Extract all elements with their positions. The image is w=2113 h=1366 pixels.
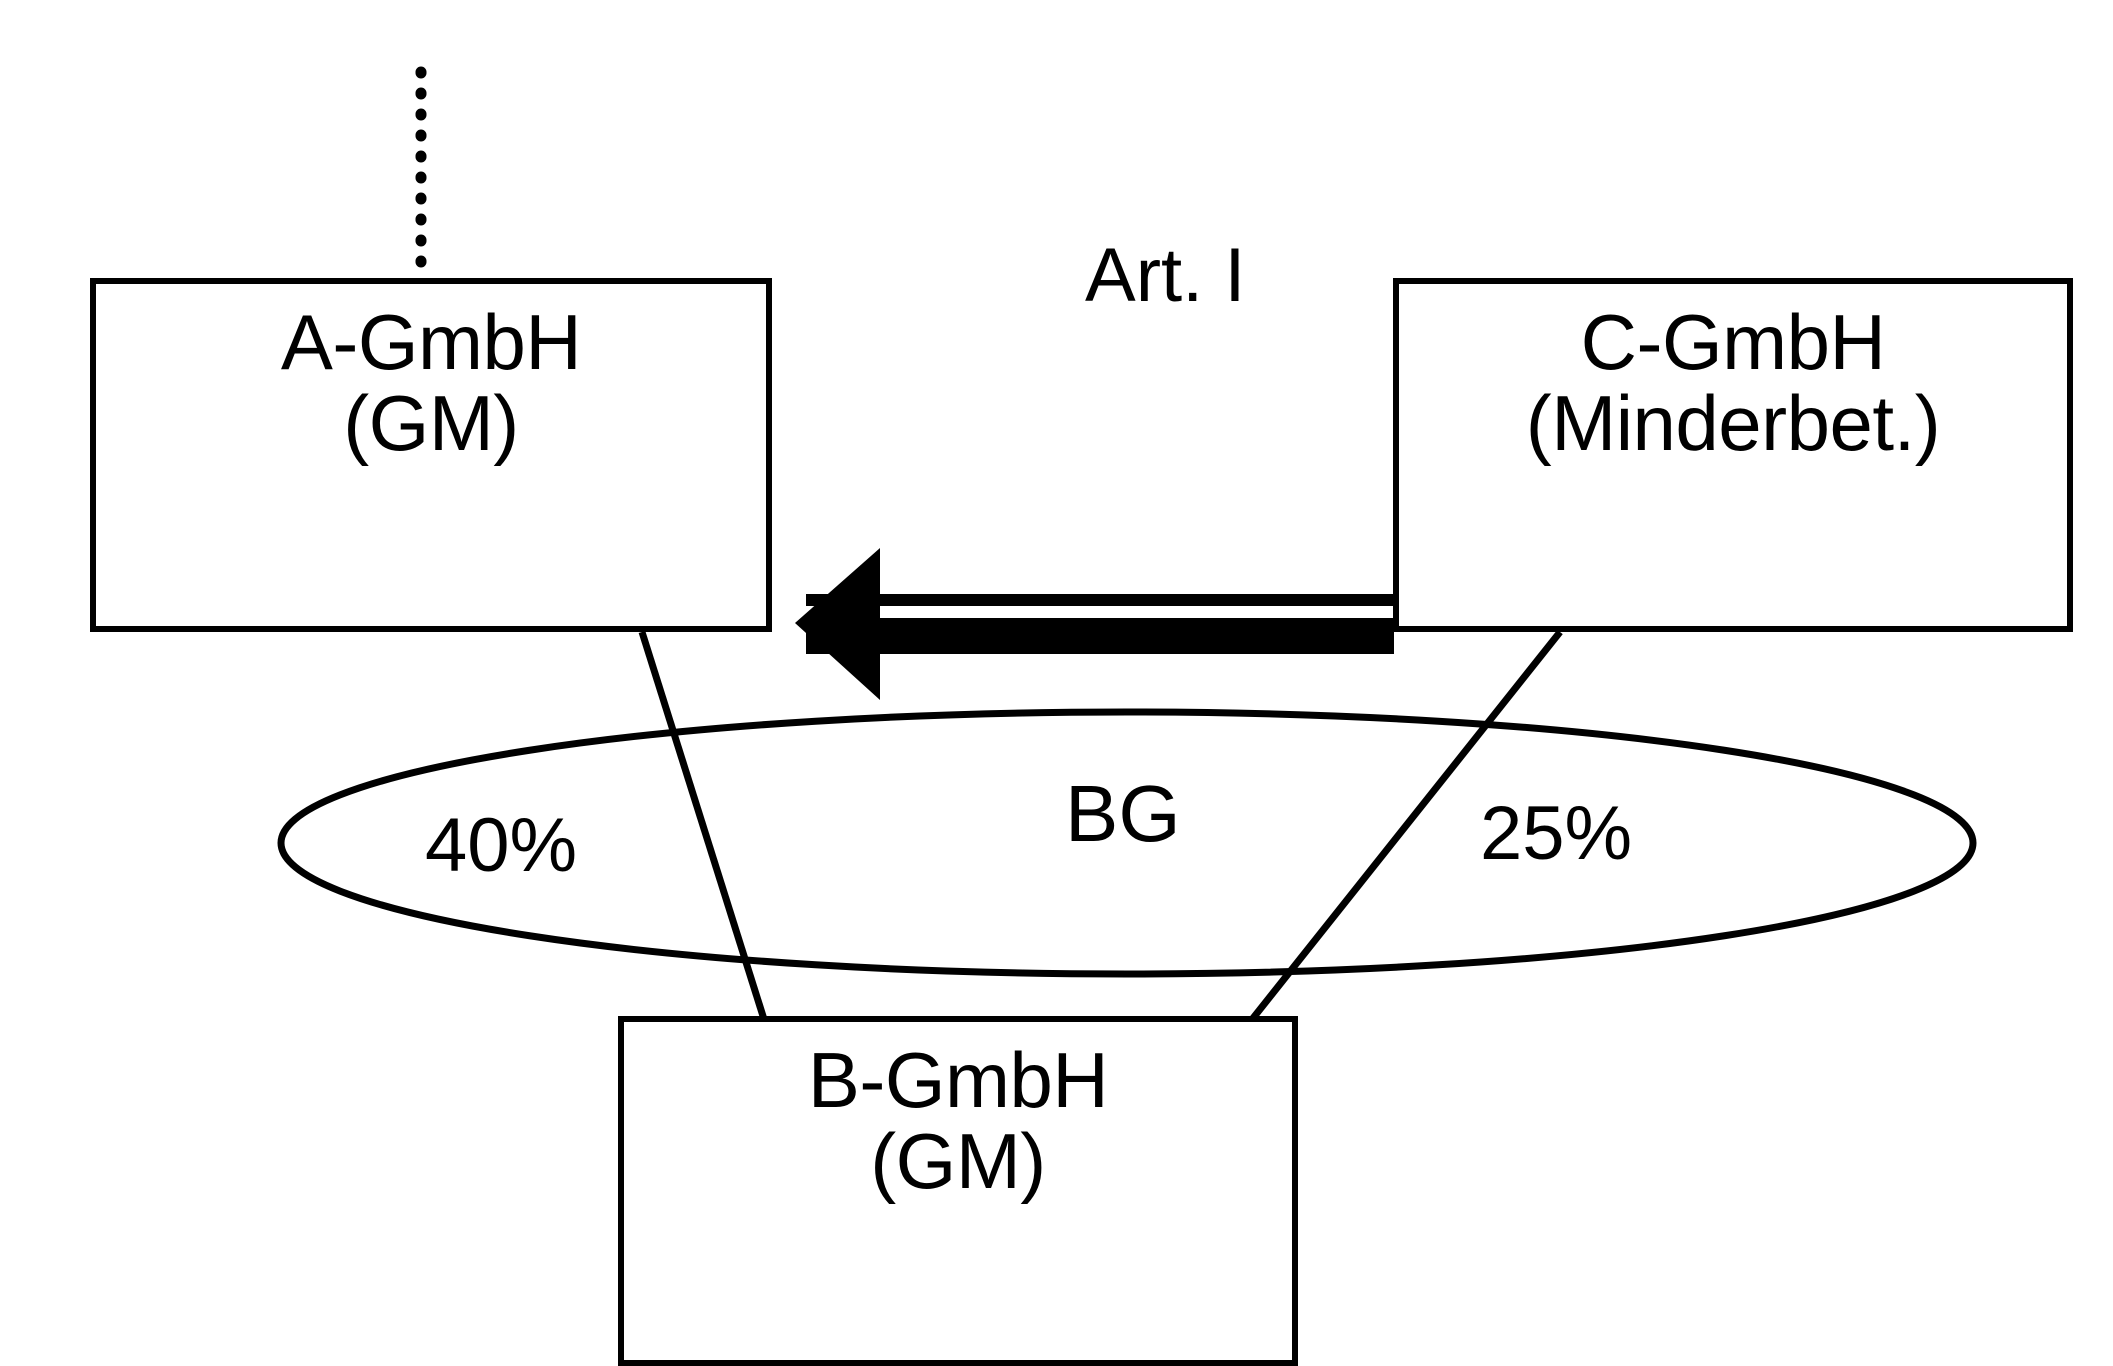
node-c-gmbh[interactable]: C-GmbH (Minderbet.) — [1393, 278, 2073, 632]
node-c-gmbh-name: C-GmbH — [1580, 298, 1886, 386]
node-c-gmbh-role: (Minderbet.) — [1525, 379, 1941, 468]
edge-art-1-arrow — [795, 548, 1394, 700]
bg-group-ellipse — [277, 708, 1977, 978]
node-a-gmbh-name: A-GmbH — [280, 298, 582, 386]
group-label-bg: BG — [1065, 769, 1181, 858]
node-a-gmbh-role: (GM) — [343, 379, 519, 468]
node-a-gmbh[interactable]: A-GmbH (GM) — [90, 278, 772, 632]
edge-label-art-1: Art. I — [1085, 233, 1246, 318]
node-b-gmbh-name: B-GmbH — [807, 1036, 1109, 1124]
edge-label-25-percent: 25% — [1480, 791, 1633, 876]
node-b-gmbh[interactable]: B-GmbH (GM) — [618, 1016, 1298, 1366]
edge-a-to-b-line — [638, 630, 772, 1034]
edge-c-to-b-line — [1239, 629, 1563, 1035]
edge-label-40-percent: 40% — [425, 803, 578, 888]
node-b-gmbh-role: (GM) — [870, 1117, 1046, 1206]
